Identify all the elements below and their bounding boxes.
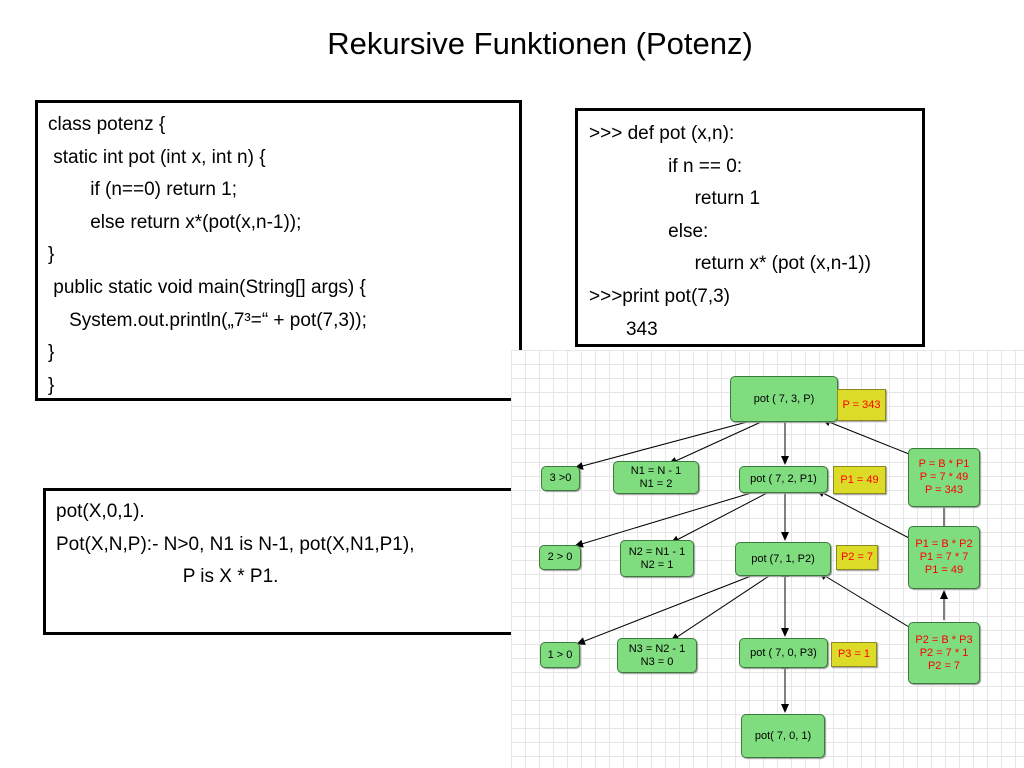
code-line: P is X * P1. [56,566,279,588]
arrow [670,575,770,642]
assign-node-n1: N1 = N - 1 N1 = 2 [613,461,699,494]
arrow [818,571,910,628]
code-line: else: [589,220,709,242]
code-line: pot(X,0,1). [56,501,145,522]
code-line: if (n==0) return 1; [48,179,238,201]
call-node-pot-7-2: pot ( 7, 2, P1) [739,466,828,493]
code-line: } [48,342,55,364]
code-line: if n == 0: [589,155,743,177]
arrow [574,492,752,548]
diagram-arrows [574,418,948,713]
assign-node-n3: N3 = N2 - 1 N3 = 0 [617,638,697,673]
node-line: N2 = N1 - 1 [628,545,686,558]
calc-node-p: P = B * P1 P = 7 * 49 P = 343 [908,448,980,507]
code-line: static int pot (int x, int n) { [48,146,266,168]
calc-node-p1: P1 = B * P2 P1 = 7 * 7 P1 = 49 [908,526,980,589]
arrow [821,418,910,455]
node-line: P1 = 7 * 7 [919,551,969,563]
call-node-pot-7-0: pot ( 7, 0, P3) [739,638,828,668]
code-line: public static void main(String[] args) { [48,276,366,298]
code-line: } [48,374,55,396]
call-node-pot-7-1: pot (7, 1, P2) [735,542,831,576]
node-line: P = 7 * 49 [919,471,969,483]
node-line: N3 = 0 [640,655,674,668]
recursion-diagram: pot ( 7, 3, P) P = 343 3 >0 N1 = N - 1 N… [511,350,1024,768]
call-node-pot-7-3: pot ( 7, 3, P) [730,376,838,422]
node-line: P = 343 [924,484,964,496]
node-line: P1 = 49 [924,564,964,576]
arrow [670,492,768,544]
code-line: >>>print pot(7,3) [589,285,731,307]
code-line: else return x*(pot(x,n-1)); [48,211,302,233]
arrow [815,489,910,539]
result-node-p1-49: P1 = 49 [833,466,886,494]
node-line: N3 = N2 - 1 [628,642,686,655]
arrow [668,421,762,465]
node-line: N1 = 2 [639,477,673,490]
condition-node-3-gt-0: 3 >0 [541,466,580,491]
node-line: N1 = N - 1 [630,464,682,477]
page-title: Rekursive Funktionen (Potenz) [327,26,753,61]
code-line: } [48,244,55,266]
arrow [574,421,748,470]
node-line: P1 = B * P2 [915,538,973,550]
result-node-p-343: P = 343 [837,389,886,421]
calc-node-p2: P2 = B * P3 P2 = 7 * 1 P2 = 7 [908,622,980,684]
node-line: P2 = B * P3 [915,633,973,646]
code-line: class potenz { [48,114,166,135]
code-line: 343 [589,318,658,340]
result-node-p2-7: P2 = 7 [836,545,878,570]
code-line: System.out.println(„7³=“ + pot(7,3)); [48,309,367,331]
node-line: N2 = 1 [640,558,674,571]
node-line: P = B * P1 [918,458,970,470]
code-line: return 1 [589,188,761,210]
base-node-pot-7-0-1: pot( 7, 0, 1) [741,714,825,758]
assign-node-n2: N2 = N1 - 1 N2 = 1 [620,540,694,577]
node-line: P2 = 7 * 1 [919,646,969,659]
code-line: >>> def pot (x,n): [589,123,735,144]
java-code-box: class potenz { static int pot (int x, in… [35,100,522,401]
result-node-p3-1: P3 = 1 [831,642,877,667]
arrow [576,575,752,645]
prolog-code-box: pot(X,0,1). Pot(X,N,P):- N>0, N1 is N-1,… [43,488,516,635]
code-line: return x* (pot (x,n-1)) [589,253,871,275]
code-line: Pot(X,N,P):- N>0, N1 is N-1, pot(X,N1,P1… [56,533,415,555]
condition-node-2-gt-0: 2 > 0 [539,545,581,570]
condition-node-1-gt-0: 1 > 0 [540,642,580,668]
node-line: P2 = 7 [927,659,961,672]
python-code-box: >>> def pot (x,n): if n == 0: return 1 e… [575,108,925,347]
